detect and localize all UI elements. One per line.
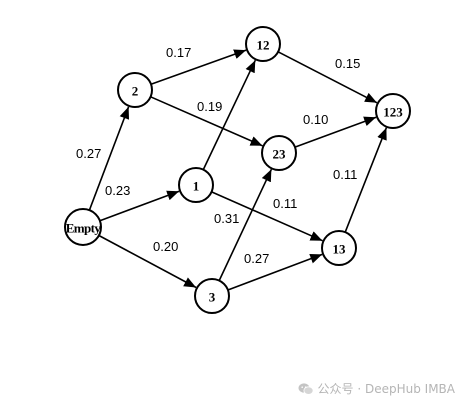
node-label-n123: 123 — [383, 105, 403, 120]
edge-n13-to-n123 — [344, 127, 388, 233]
edge-n3-to-n13 — [227, 253, 323, 291]
edge-n12-to-n123 — [277, 51, 378, 104]
node-label-empty: Empty — [66, 221, 102, 236]
node-circle-n12 — [245, 26, 281, 62]
node-label-n12: 12 — [257, 38, 270, 53]
edge-n2-to-n12 — [150, 49, 247, 86]
edge-n1-to-n12 — [202, 59, 257, 170]
node-label-n2: 2 — [132, 84, 139, 99]
edge-n3-to-n23 — [218, 168, 273, 281]
node-n123: 123 — [375, 93, 411, 129]
edge-empty-to-n3 — [98, 234, 197, 289]
edge-weight-empty-to-n3: 0.20 — [153, 239, 178, 254]
edge-weight-empty-to-n1: 0.23 — [105, 183, 130, 198]
edge-weight-n1-to-n13: 0.11 — [273, 196, 297, 211]
node-empty: Empty — [64, 208, 102, 246]
edge-n1-to-n13 — [211, 191, 323, 242]
edge-weight-n12-to-n123: 0.15 — [335, 56, 360, 71]
edge-weight-n2-to-n23: 0.19 — [197, 99, 222, 114]
watermark-text: 公众号 · DeepHub IMBA — [317, 382, 455, 396]
node-n12: 12 — [245, 26, 281, 62]
edge-weights-layer: 0.27 0.23 0.20 0.17 0.19 0.11 0.31 0.27 0.15 0.10… — [76, 45, 360, 266]
edge-weight-n3-to-n13: 0.27 — [244, 251, 269, 266]
node-n1: 1 — [178, 167, 214, 203]
node-label-n3: 3 — [209, 290, 216, 305]
node-label-n13: 13 — [333, 242, 347, 257]
node-n23: 23 — [261, 135, 297, 171]
edge-n23-to-n123 — [294, 116, 377, 148]
node-circle-n123 — [375, 93, 411, 129]
node-circle-n2 — [117, 72, 153, 108]
wechat-icon — [298, 382, 314, 395]
edges-layer — [88, 49, 388, 291]
edge-weight-n13-to-n123: 0.11 — [333, 167, 357, 182]
edge-n2-to-n23 — [150, 96, 263, 147]
node-n2: 2 — [117, 72, 153, 108]
edge-weight-n3-to-n23: 0.31 — [214, 211, 239, 226]
edge-weight-n23-to-n123: 0.10 — [303, 112, 328, 127]
node-circle-n3 — [194, 278, 230, 314]
node-label-n1: 1 — [193, 179, 200, 194]
node-label-n23: 23 — [273, 147, 287, 162]
edge-empty-to-n1 — [99, 190, 180, 222]
edge-weight-empty-to-n2: 0.27 — [76, 146, 101, 161]
node-n13: 13 — [321, 230, 357, 266]
edge-empty-to-n2 — [88, 106, 130, 211]
node-circle-empty — [64, 208, 102, 246]
node-circle-n13 — [321, 230, 357, 266]
watermark: 公众号 · DeepHub IMBA — [298, 380, 455, 397]
node-circle-n23 — [261, 135, 297, 171]
node-n3: 3 — [194, 278, 230, 314]
node-circle-n1 — [178, 167, 214, 203]
edge-weight-n2-to-n12: 0.17 — [166, 45, 191, 60]
